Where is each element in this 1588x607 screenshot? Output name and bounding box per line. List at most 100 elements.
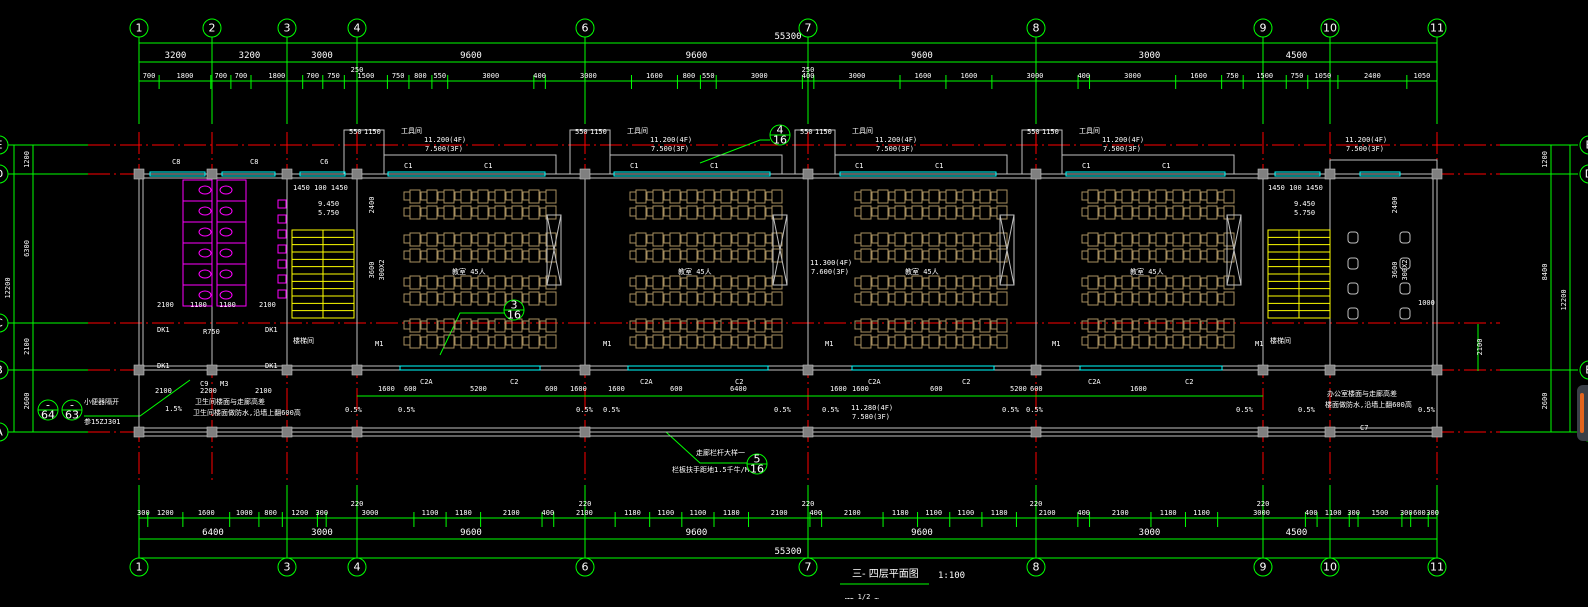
dim-text-bay-top: 3000 [311,51,333,61]
dim-text-overall-bottom: 55300 [774,547,801,557]
column [281,364,293,376]
desk [443,205,455,220]
desk [409,275,421,290]
desk [460,232,472,247]
chair [854,234,862,244]
label-tool-room: 工具间 [852,127,873,135]
chair [765,293,773,303]
desk [945,232,957,247]
note-urinal: 小便器隔开 [84,397,119,406]
dim-text-corridor: 1600 [570,385,587,393]
chair [973,207,981,217]
column [579,168,591,180]
window [149,171,206,177]
desk [409,334,421,349]
leader-classroom-ref [439,312,504,356]
toilet-bowl [198,290,212,300]
dim-text-detail-top: 1800 [177,72,194,80]
chair [697,234,705,244]
chair [663,293,671,303]
window-corridor [627,365,769,371]
desk [1155,189,1167,204]
chair [748,191,756,201]
dim-text-bay-top: 3200 [239,51,261,61]
chair [714,191,722,201]
desk [686,189,698,204]
walls [133,129,1443,438]
chair [663,336,671,346]
label-door-dk1: DK1 [265,362,278,370]
chair [871,320,879,330]
dim-text-detail-bottom: 300 [315,509,328,517]
desk [860,291,872,306]
desk [443,334,455,349]
desk [477,334,489,349]
desk [1223,291,1235,306]
chair [437,234,445,244]
desk [1189,291,1201,306]
chair [1183,191,1191,201]
grid-bubble-bottom-8 [1026,557,1046,577]
desk [754,291,766,306]
desk [1189,205,1201,220]
duct-wall [609,154,783,175]
desk [528,318,540,333]
vertical-scrollbar-thumb[interactable] [1577,385,1588,441]
label-slope: 0.5% [1418,406,1436,414]
label-window-c1: C1 [855,162,863,170]
desk [1087,275,1099,290]
note-office-1: 办公室楼面与走廊高差 [1327,389,1397,398]
chair [888,336,896,346]
chair [973,277,981,287]
chair [765,250,773,260]
grid-bubble-bottom-4 [347,557,367,577]
chair [731,234,739,244]
chair [454,234,462,244]
chair [1149,320,1157,330]
desk [1087,334,1099,349]
grid-bubble-bottom-11 [1427,557,1447,577]
chair [437,277,445,287]
desk [1138,189,1150,204]
desk [686,248,698,263]
chair [990,207,998,217]
desk [962,275,974,290]
desk [928,189,940,204]
window-corridor [851,365,995,371]
desk [979,205,991,220]
chair [488,320,496,330]
leader-window-ref [699,139,770,164]
chair [1081,336,1089,346]
dim-text-detail-top: 3000 [1124,72,1141,80]
desk [1172,334,1184,349]
grid-bubble-left-D [0,164,9,184]
chair [646,234,654,244]
grid-bubble-right-E [1579,135,1588,155]
window-corridor [399,365,541,371]
chair [403,191,411,201]
desk [1172,205,1184,220]
dim-text-corridor: 600 [930,385,943,393]
dim-text-detail-top: 3000 [751,72,768,80]
toilet-stall [182,263,213,286]
platform [546,214,562,286]
platform [999,214,1015,286]
chair [629,191,637,201]
dim-text-left-segment: 6300 [23,240,31,257]
chair [539,191,547,201]
chair [488,277,496,287]
desk [494,334,506,349]
chair [1183,320,1191,330]
chair [471,250,479,260]
chair [680,250,688,260]
chair [1098,336,1106,346]
dim-text-300x2: 300X2 [1401,259,1409,280]
note-toilet-1: 卫生间楼面与走廊高差 [195,397,265,406]
label-window-c2a: C2A [420,378,433,386]
desk [426,291,438,306]
toilet-bowl [219,185,233,195]
chair [646,320,654,330]
grid-bubble-top-8 [1026,18,1046,38]
desk [545,291,557,306]
